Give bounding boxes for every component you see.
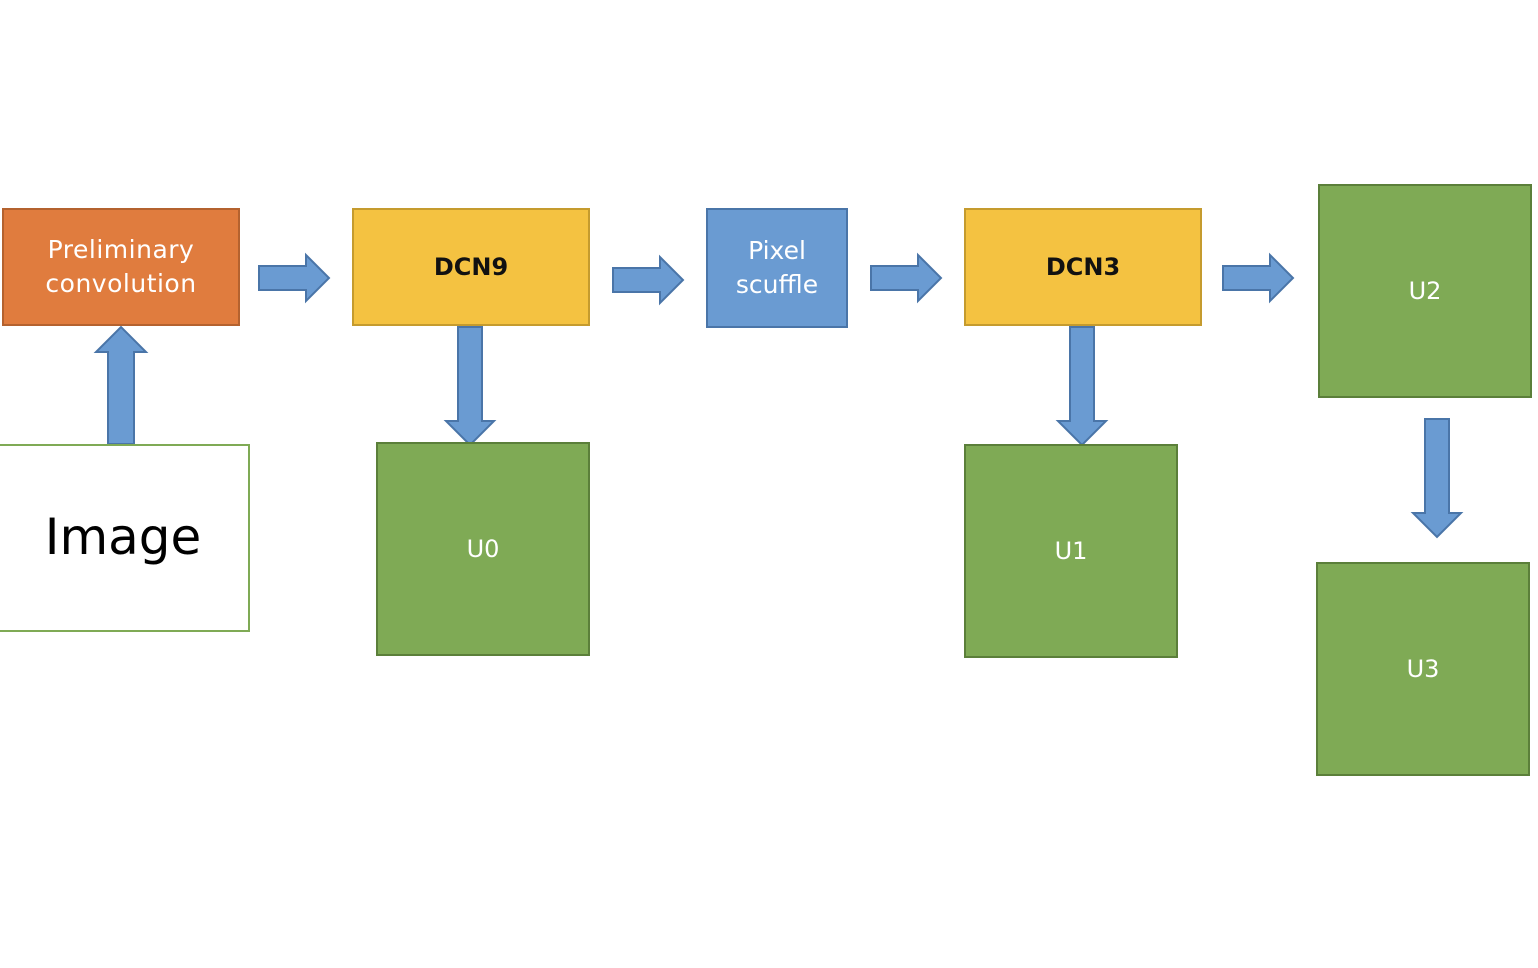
node-dcn9: DCN9 [352, 208, 590, 326]
arrow-dcn3-to-u2 [1222, 252, 1295, 304]
node-dcn3: DCN3 [964, 208, 1202, 326]
node-image: Image [0, 444, 250, 632]
arrow-prelim-to-dcn9 [258, 252, 331, 304]
node-label: DCN3 [1045, 252, 1121, 281]
node-label: U1 [1054, 536, 1088, 565]
node-label: Pixel scuffle [735, 236, 819, 299]
arrow-pixel-to-dcn3 [870, 252, 943, 304]
arrow-u2-to-u3 [1410, 418, 1464, 539]
node-u0: U0 [376, 442, 590, 656]
node-u3: U3 [1316, 562, 1530, 776]
arrow-dcn9-to-u0 [443, 326, 497, 447]
arrow-image-to-prelim [93, 325, 149, 445]
node-label: DCN9 [433, 252, 509, 281]
node-u1: U1 [964, 444, 1178, 658]
arrow-dcn3-to-u1 [1055, 326, 1109, 447]
node-preliminary-convolution: Preliminary convolution [2, 208, 240, 326]
node-label: Image [44, 508, 202, 567]
node-label: U0 [466, 534, 500, 563]
node-u2: U2 [1318, 184, 1532, 398]
arrow-dcn9-to-pixel [612, 254, 685, 306]
node-label: U2 [1408, 276, 1442, 305]
node-label: U3 [1406, 654, 1440, 683]
node-label: Preliminary convolution [45, 235, 197, 298]
node-pixel-scuffle: Pixel scuffle [706, 208, 848, 328]
